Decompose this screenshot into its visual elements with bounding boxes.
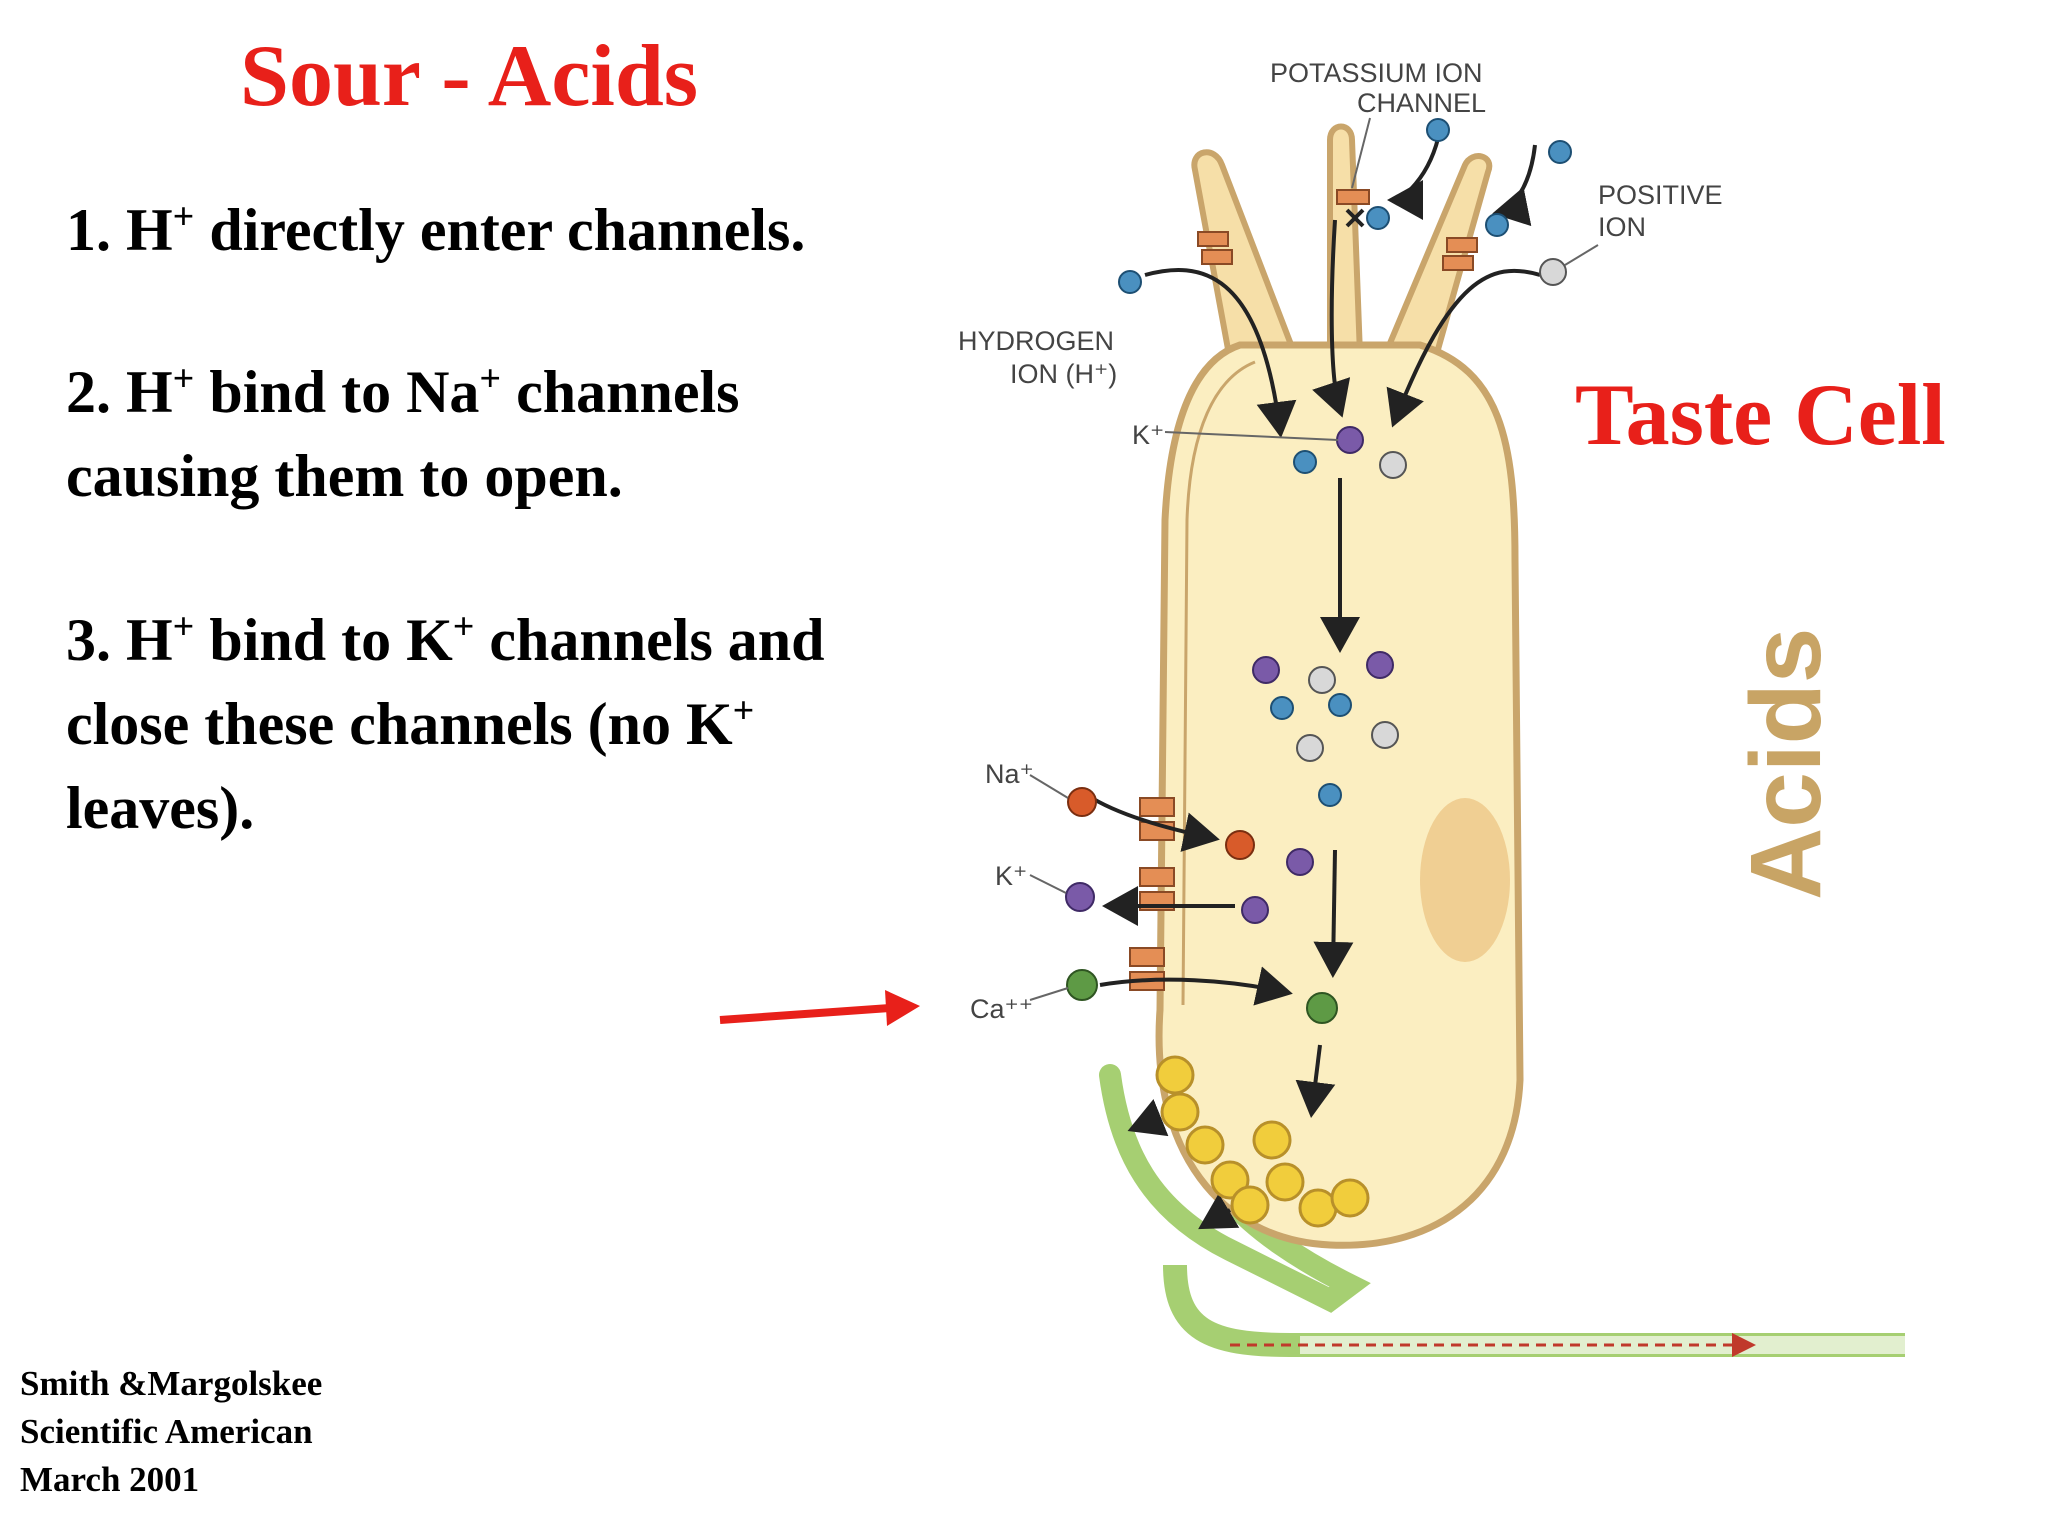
slide-title: Sour - Acids — [240, 28, 699, 125]
hydrogen-label-line-1: HYDROGEN — [958, 326, 1114, 356]
point-3-pre: 3. H — [66, 607, 173, 673]
point-1-text-post: directly enter channels. — [194, 197, 806, 263]
point-3-line-2-text: close these channels (no K — [66, 691, 733, 757]
point-3: 3. H+ bind to K+ channels and close thes… — [66, 598, 825, 850]
blocked-channel-x-icon — [1345, 208, 1365, 228]
channels — [1129, 189, 1478, 991]
point-2-sup-2: + — [479, 358, 502, 400]
point-3-mid: bind to K — [194, 607, 453, 673]
citation: Smith &Margolskee Scientific American Ma… — [20, 1360, 322, 1504]
label-leaders — [1029, 117, 1599, 1001]
point-3-sup-1: + — [172, 606, 195, 648]
k-label-top: K⁺ — [1132, 420, 1164, 450]
positive-ions — [1296, 258, 1567, 762]
point-1-text-pre: 1. H — [66, 197, 173, 263]
point-3-line-2: close these channels (no K+ — [66, 682, 825, 766]
positive-ion-label-line-2: ION — [1598, 212, 1646, 242]
red-pointer-arrow — [719, 990, 920, 1026]
hydrogen-ions — [1118, 118, 1572, 807]
nucleus — [1420, 798, 1510, 962]
microvilli — [1191, 123, 1493, 361]
k-label-side: K⁺ — [995, 861, 1027, 891]
point-2-line-2: causing them to open. — [66, 443, 623, 509]
potassium-ions — [1065, 426, 1394, 924]
point-3-post: channels and — [474, 607, 825, 673]
hydrogen-label-line-2: ION (H⁺) — [1010, 359, 1117, 389]
taste-cell-label: Taste Cell — [1575, 367, 1946, 464]
neurotransmitter-vesicles — [1155, 1055, 1370, 1228]
point-2-post: channels — [501, 359, 740, 425]
point-3-sup-2: + — [452, 606, 475, 648]
acids-vertical-label: Acids — [1730, 628, 1842, 900]
point-3-line-3: leaves). — [66, 775, 255, 841]
point-2: 2. H+ bind to Na+ channels causing them … — [66, 350, 739, 518]
point-3-line-2-sup: + — [732, 690, 755, 732]
citation-date: March 2001 — [20, 1460, 200, 1499]
nerve-fiber — [1099, 1064, 1905, 1357]
calcium-ions — [1066, 969, 1338, 1024]
na-label: Na⁺ — [985, 759, 1034, 789]
citation-authors: Smith &Margolskee — [20, 1364, 323, 1403]
point-1-superscript: + — [172, 196, 195, 238]
potassium-channel-label-line-2: CHANNEL — [1357, 88, 1486, 118]
point-2-line-1: 2. H+ bind to Na+ channels — [66, 350, 739, 434]
point-2-pre: 2. H — [66, 359, 173, 425]
point-3-line-1: 3. H+ bind to K+ channels and — [66, 598, 825, 682]
positive-ion-label-line-1: POSITIVE — [1598, 180, 1723, 210]
flow-arrows — [1085, 129, 1541, 1230]
point-1: 1. H+ directly enter channels. — [66, 188, 805, 272]
point-2-sup-1: + — [172, 358, 195, 400]
citation-journal: Scientific American — [20, 1412, 313, 1451]
potassium-channel-label-line-1: POTASSIUM ION — [1270, 58, 1483, 88]
point-2-mid: bind to Na — [194, 359, 480, 425]
ca-label: Ca⁺⁺ — [970, 994, 1033, 1024]
sodium-ions — [1067, 787, 1255, 860]
